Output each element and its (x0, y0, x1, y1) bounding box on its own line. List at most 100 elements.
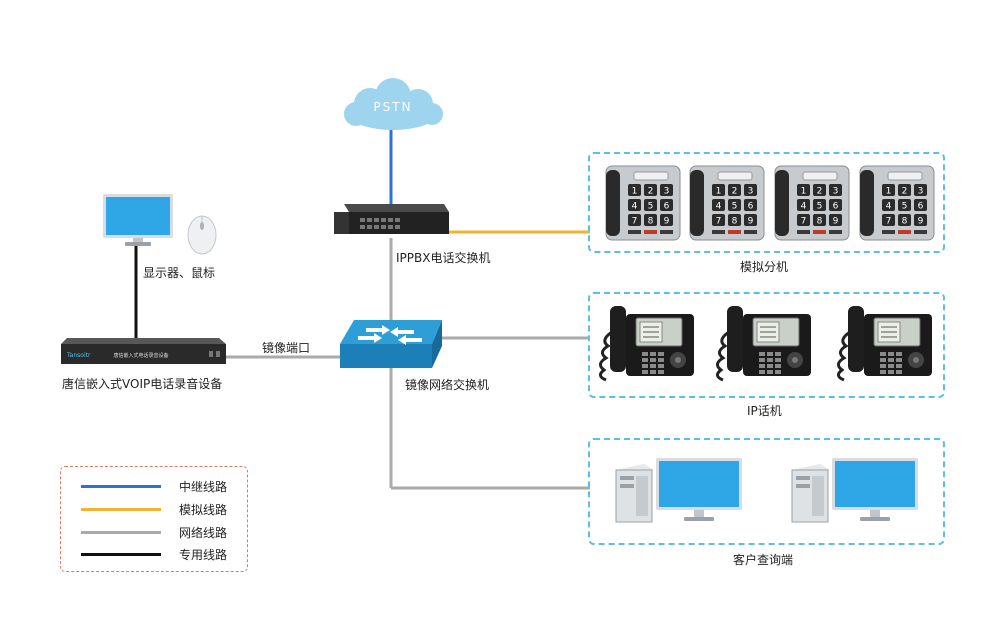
legend-label-analog: 模拟线路 (179, 503, 228, 517)
recorder-device: Tansoitr 唐信嵌入式电话录音设备 (61, 338, 226, 364)
keypad-key (797, 199, 810, 211)
recorder-label: 唐信嵌入式VOIP电话录音设备 (62, 377, 223, 391)
keypad-key (914, 214, 927, 226)
mirror-switch-label: 镜像网络交换机 (405, 378, 490, 392)
legend-label-dedicated: 专用线路 (179, 548, 228, 562)
keypad-key (660, 184, 673, 196)
keypad-key-label: 6 (918, 202, 924, 212)
keypad-key (660, 199, 673, 211)
ip-phone-icon (837, 306, 932, 382)
keypad-key (728, 199, 741, 211)
legend-line-network (81, 531, 161, 534)
ippbx-device (334, 204, 449, 234)
monitor-icon (103, 194, 173, 246)
keypad-key-label: 4 (716, 202, 722, 212)
keypad-key (628, 199, 641, 211)
client-computer-icon (791, 458, 918, 523)
keypad-key (882, 214, 895, 226)
client-terminals-group (588, 438, 945, 545)
mirror-switch (340, 320, 442, 368)
pstn-label: PSTN (373, 100, 412, 114)
keypad-key (660, 214, 673, 226)
keypad-key-label: 2 (648, 187, 654, 197)
keypad-key (744, 214, 757, 226)
legend-line-dedicated (81, 553, 161, 556)
ip-phone-icon (716, 306, 811, 382)
keypad-key-label: 8 (648, 217, 654, 227)
keypad-key (914, 199, 927, 211)
keypad-key-label: 6 (748, 202, 754, 212)
keypad-key-label: 3 (833, 187, 839, 197)
client-computer-icon (615, 458, 742, 523)
keypad-key-label: 1 (632, 187, 638, 197)
keypad-key (712, 214, 725, 226)
keypad-key (712, 199, 725, 211)
keypad-key (744, 199, 757, 211)
keypad-key-label: 1 (886, 187, 892, 197)
keypad-key-label: 9 (664, 217, 670, 227)
keypad-key (898, 199, 911, 211)
client-group-label: 客户查询端 (733, 553, 794, 567)
keypad-key (712, 184, 725, 196)
keypad-key-label: 7 (801, 217, 807, 227)
keypad-key-label: 4 (801, 202, 807, 212)
keypad-key-label: 1 (801, 187, 807, 197)
keypad-key-label: 9 (748, 217, 754, 227)
legend: 中继线路 模拟线路 网络线路 专用线路 (60, 466, 248, 572)
keypad-key-label: 5 (902, 202, 908, 212)
keypad-key (644, 184, 657, 196)
keypad-key (898, 184, 911, 196)
keypad-key-label: 5 (648, 202, 654, 212)
keypad-key-label: 3 (664, 187, 670, 197)
keypad-key-label: 7 (716, 217, 722, 227)
keypad-key-label: 7 (632, 217, 638, 227)
keypad-key-label: 4 (632, 202, 638, 212)
keypad-key (914, 184, 927, 196)
keypad-key-label: 6 (664, 202, 670, 212)
keypad-key (898, 214, 911, 226)
keypad-key-label: 9 (833, 217, 839, 227)
keypad-key (882, 199, 895, 211)
keypad-key (829, 184, 842, 196)
keypad-key-label: 9 (918, 217, 924, 227)
keypad-key (882, 184, 895, 196)
keypad-key (644, 199, 657, 211)
ip-phone-icon (599, 306, 694, 382)
ip-phones-group (588, 292, 945, 398)
keypad-key (797, 214, 810, 226)
keypad-key (813, 184, 826, 196)
keypad-key (628, 214, 641, 226)
keypad-key-label: 7 (886, 217, 892, 227)
monitor-mouse-label: 显示器、鼠标 (143, 266, 216, 280)
keypad-key (829, 214, 842, 226)
keypad-key-label: 3 (748, 187, 754, 197)
keypad-key-label: 8 (732, 217, 738, 227)
keypad-key-label: 8 (902, 217, 908, 227)
legend-label-trunk: 中继线路 (179, 480, 228, 494)
keypad-key-label: 5 (732, 202, 738, 212)
legend-line-trunk (81, 485, 161, 488)
ippbx-label: IPPBX电话交换机 (396, 251, 491, 265)
mirror-port-label: 镜像端口 (262, 341, 311, 355)
keypad-key-label: 5 (817, 202, 823, 212)
pstn-cloud: PSTN (344, 78, 443, 130)
legend-label-network: 网络线路 (179, 526, 228, 540)
analog-group-label: 模拟分机 (740, 260, 789, 274)
keypad-key (728, 214, 741, 226)
analog-extensions-group (588, 152, 945, 253)
keypad-key-label: 8 (817, 217, 823, 227)
legend-line-analog (81, 508, 161, 511)
keypad-key (813, 214, 826, 226)
mouse-icon (187, 215, 217, 255)
keypad-key (644, 214, 657, 226)
recorder-brand: Tansoitr (66, 352, 91, 359)
ip-group-label: IP话机 (747, 404, 782, 418)
keypad-key (797, 184, 810, 196)
keypad-key-label: 2 (902, 187, 908, 197)
keypad-key-label: 2 (817, 187, 823, 197)
